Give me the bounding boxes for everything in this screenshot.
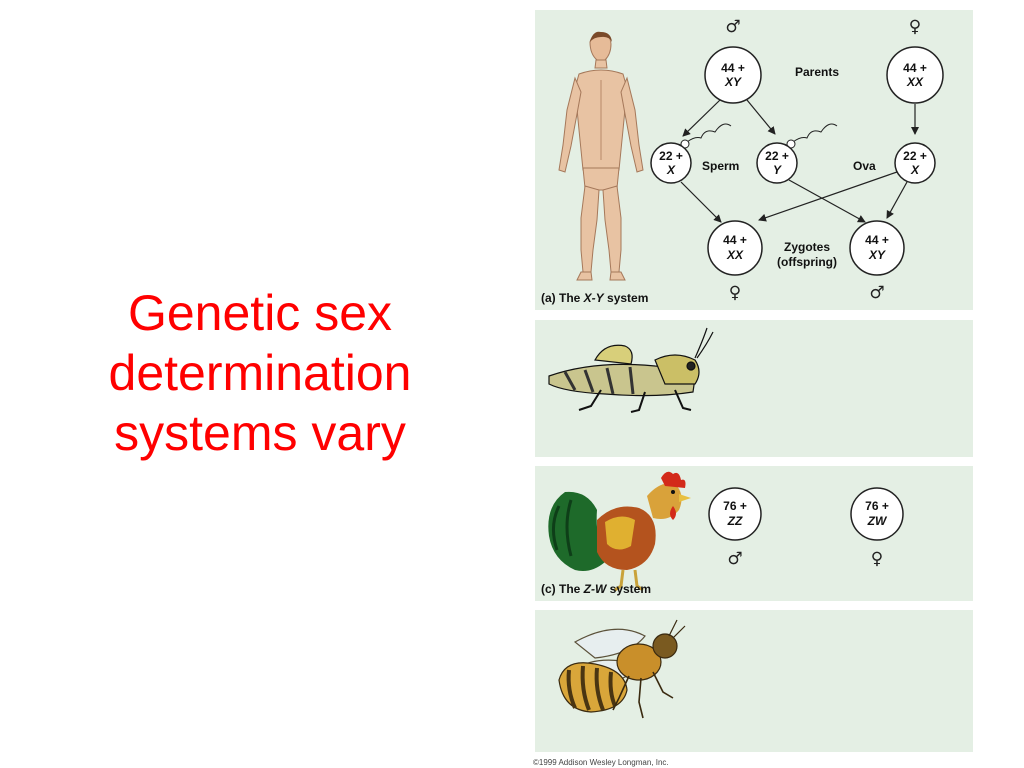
caption-zw-system: (c) The Z-W system bbox=[541, 582, 651, 596]
panel-zw-system: 76 + ZZ 76 + ZW ♂ ♀ (c) The Z-W system bbox=[535, 466, 973, 601]
male-zz-top: 76 + bbox=[723, 499, 747, 513]
ova-bottom: X bbox=[910, 163, 920, 177]
father-cell-top: 44 + bbox=[721, 61, 745, 75]
title-line-2: determination bbox=[108, 345, 412, 401]
title-line-3: systems vary bbox=[114, 405, 406, 461]
zygote-xx-cell: 44 + XX bbox=[707, 220, 763, 276]
sperm-x-top: 22 + bbox=[659, 149, 683, 163]
zz-male-symbol: ♂ bbox=[727, 549, 742, 569]
zygotes-label-1: Zygotes bbox=[784, 240, 830, 254]
zygote-xx-female-symbol: ♀ bbox=[729, 283, 741, 303]
copyright-text: ©1999 Addison Wesley Longman, Inc. bbox=[533, 758, 669, 767]
zygote-xy-bottom: XY bbox=[868, 248, 886, 262]
zw-diagram: 76 + ZZ 76 + ZW ♂ ♀ (c) The Z-W system bbox=[541, 471, 904, 596]
arrow-father-sperm-x bbox=[682, 99, 721, 137]
female-zw-cell: 76 + ZW bbox=[850, 487, 904, 541]
rooster-illustration bbox=[548, 471, 691, 592]
male-zz-bottom: ZZ bbox=[727, 514, 743, 528]
arrow-sperm-y-zygote-xy bbox=[788, 179, 866, 223]
father-cell: 44 + XY bbox=[704, 46, 762, 104]
zygote-xy-cell: 44 + XY bbox=[849, 220, 905, 276]
sperm-label: Sperm bbox=[702, 159, 739, 173]
panel-bee bbox=[535, 610, 973, 752]
caption-xy-system: (a) The X-Y system bbox=[541, 291, 648, 305]
sperm-x-bottom: X bbox=[666, 163, 676, 177]
sperm-y-top: 22 + bbox=[765, 149, 789, 163]
human-male-illustration bbox=[558, 31, 644, 281]
father-cell-bottom: XY bbox=[724, 75, 742, 89]
title-line-1: Genetic sex bbox=[127, 285, 392, 341]
ova-label: Ova bbox=[853, 159, 876, 173]
xy-diagram: ♂ ♀ 44 + XY Parents 44 + XX 22 + X Sperm bbox=[541, 17, 944, 305]
mother-cell-bottom: XX bbox=[906, 75, 924, 89]
female-symbol-parent: ♀ bbox=[909, 17, 921, 37]
panel-xy-system: ♂ ♀ 44 + XY Parents 44 + XX 22 + X Sperm bbox=[535, 10, 973, 310]
arrow-sperm-x-zygote-xx bbox=[680, 181, 722, 223]
arrow-father-sperm-y bbox=[746, 99, 776, 135]
ova-cell: 22 + X bbox=[894, 142, 936, 184]
ova-top: 22 + bbox=[903, 149, 927, 163]
zw-female-symbol: ♀ bbox=[871, 549, 883, 569]
zygote-xx-bottom: XX bbox=[726, 248, 744, 262]
grasshopper-illustration bbox=[548, 327, 714, 413]
panel-grasshopper bbox=[535, 320, 973, 457]
sperm-y-cell: 22 + Y bbox=[756, 123, 838, 184]
slide-title: Genetic sex determination systems vary bbox=[40, 283, 480, 463]
mother-cell-top: 44 + bbox=[903, 61, 927, 75]
parents-label: Parents bbox=[795, 65, 839, 79]
female-zw-top: 76 + bbox=[865, 499, 889, 513]
mother-cell: 44 + XX bbox=[886, 46, 944, 104]
zygotes-label-2: (offspring) bbox=[777, 255, 837, 269]
female-zw-bottom: ZW bbox=[867, 514, 888, 528]
arrow-ova-zygote-xy bbox=[886, 181, 908, 219]
arrow-ova-zygote-xx bbox=[758, 171, 898, 222]
zygote-xx-top: 44 + bbox=[723, 233, 747, 247]
zygote-xy-top: 44 + bbox=[865, 233, 889, 247]
sperm-y-bottom: Y bbox=[773, 163, 782, 177]
zygote-xy-male-symbol: ♂ bbox=[869, 283, 884, 303]
sperm-x-cell: 22 + X bbox=[650, 123, 732, 184]
male-zz-cell: 76 + ZZ bbox=[708, 487, 762, 541]
male-symbol-parent: ♂ bbox=[725, 17, 740, 37]
bee-illustration bbox=[558, 619, 686, 719]
